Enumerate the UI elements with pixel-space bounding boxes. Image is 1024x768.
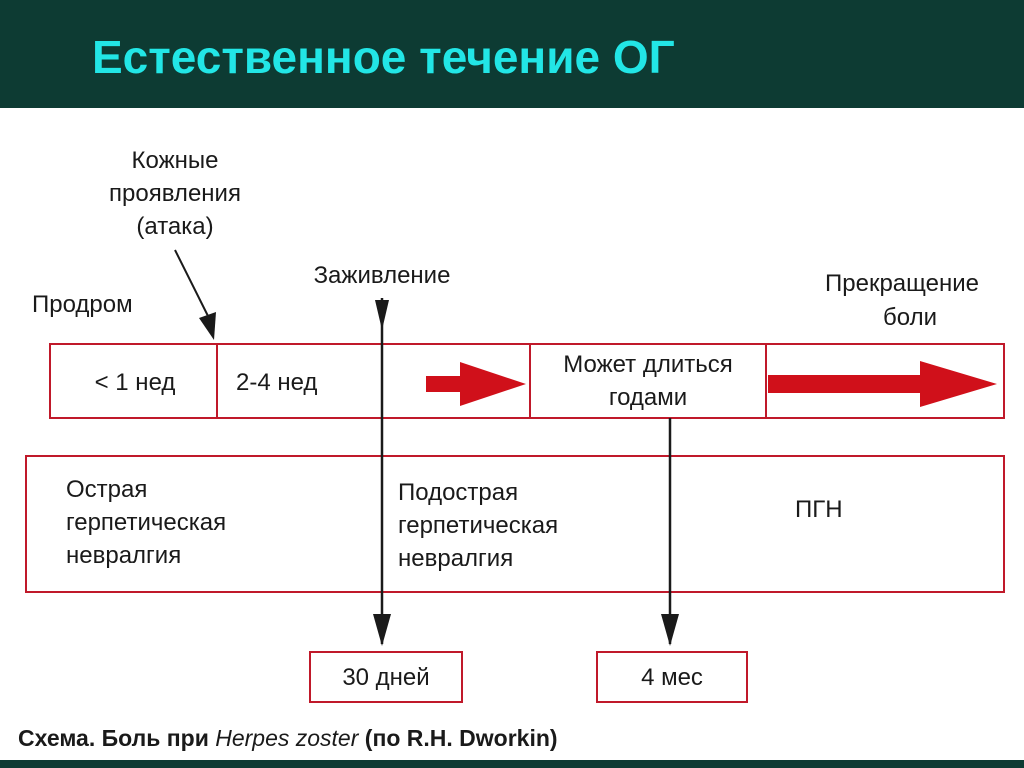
pain-stop-label-line1: Прекращение [825, 270, 979, 297]
years-cell-line2: годами [609, 384, 687, 411]
acute-phase-line2: герпетическая [66, 509, 226, 536]
caption-italic: Herpes zoster [215, 725, 360, 751]
months-arrowhead-bottom [661, 614, 679, 646]
healing-arrowhead-bottom [373, 614, 391, 646]
years-cell-line1: Может длиться [563, 351, 733, 378]
slide-header: Естественное течение ОГ [0, 0, 1024, 108]
phases-row-box [25, 455, 1005, 593]
attack-pointer-line [174, 249, 211, 321]
acute-phase-line3: невралгия [66, 542, 181, 569]
red-arrow-long [768, 361, 997, 407]
slide-footer-bar [0, 760, 1024, 768]
months-box [596, 651, 748, 703]
slide-title: Естественное течение ОГ [92, 31, 675, 83]
caption-suffix: (по R.H. Dworkin) [358, 725, 557, 751]
attack-pointer-arrowhead [199, 312, 216, 340]
attack-duration-cell: 2-4 нед [236, 369, 317, 396]
subacute-phase-line1: Подострая [398, 479, 518, 506]
phn-phase-label: ПГН [795, 496, 843, 523]
subacute-phase-line3: невралгия [398, 545, 513, 572]
days-box [309, 651, 463, 703]
days-duration-label: 30 дней [342, 664, 429, 691]
acute-phase-line1: Острая [66, 476, 147, 503]
skin-manifestations-label-line3: (атака) [136, 213, 213, 240]
caption-prefix: Схема. Боль при [18, 725, 215, 751]
skin-manifestations-label-line1: Кожные [132, 147, 219, 174]
diagram-caption: Схема. Боль при Herpes zoster (по R.H. D… [18, 725, 558, 751]
healing-label: Заживление [314, 262, 451, 289]
healing-arrowhead-top [375, 300, 389, 330]
subacute-phase-line2: герпетическая [398, 512, 558, 539]
skin-manifestations-label-line2: проявления [109, 180, 241, 207]
red-arrow-short [426, 362, 526, 406]
pain-stop-label-line2: боли [883, 304, 937, 331]
prodrome-duration-cell: < 1 нед [95, 369, 176, 396]
prodrome-label: Продром [32, 291, 133, 318]
timeline-row-box [49, 343, 1005, 419]
months-duration-label: 4 мес [641, 664, 703, 691]
